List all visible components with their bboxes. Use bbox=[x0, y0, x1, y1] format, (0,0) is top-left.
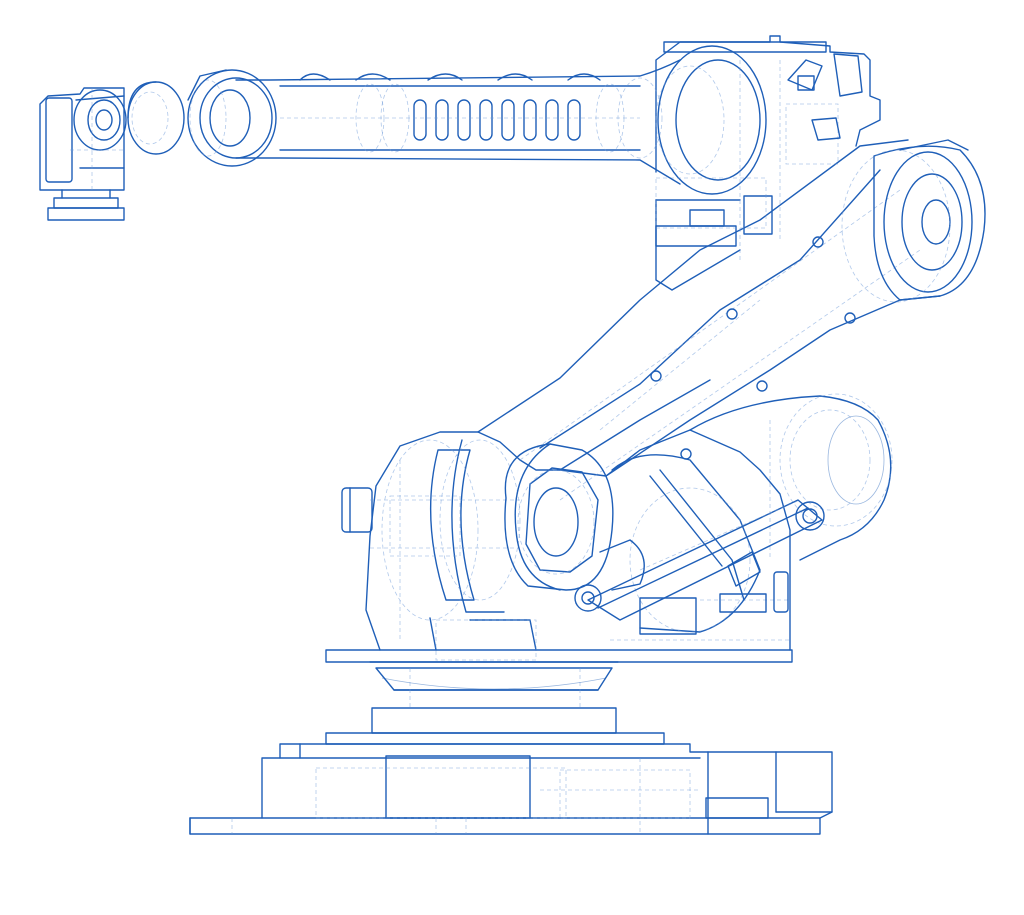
wrist-joint bbox=[39, 81, 185, 191]
elbow-joint bbox=[504, 35, 986, 591]
robot-base-plate bbox=[189, 743, 833, 835]
shoulder-joint bbox=[341, 429, 791, 661]
parallel-link-rod bbox=[574, 499, 825, 635]
tool-flange bbox=[47, 189, 125, 221]
rotating-turntable bbox=[325, 649, 793, 745]
counterweight-housing bbox=[611, 393, 893, 633]
upper-arm-tube bbox=[187, 59, 681, 185]
